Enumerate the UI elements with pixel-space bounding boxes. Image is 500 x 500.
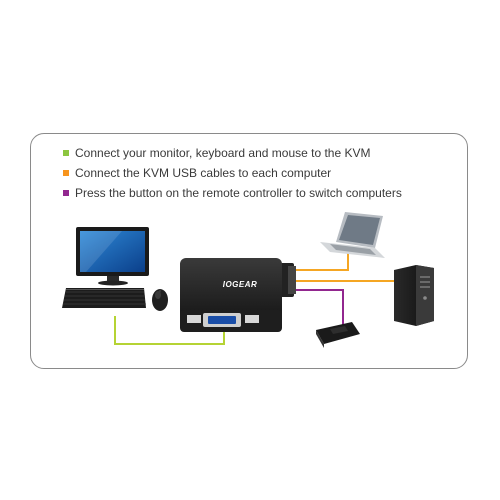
step-2-text: Connect the KVM USB cables to each compu… bbox=[75, 166, 332, 180]
step-3: Press the button on the remote controlle… bbox=[63, 185, 402, 205]
step-3-text: Press the button on the remote controlle… bbox=[75, 186, 402, 200]
kvm-brand: IOGEAR bbox=[223, 280, 258, 289]
orange-bullet-icon bbox=[63, 170, 69, 176]
remote-controller-icon bbox=[316, 322, 360, 348]
purple-bullet-icon bbox=[63, 190, 69, 196]
mouse-icon bbox=[152, 289, 168, 311]
step-1: Connect your monitor, keyboard and mouse… bbox=[63, 145, 402, 165]
green-cable bbox=[114, 316, 225, 345]
green-bullet-icon bbox=[63, 150, 69, 156]
laptop-icon bbox=[320, 212, 385, 258]
monitor-icon bbox=[76, 227, 149, 286]
kvm-switch-icon: IOGEAR bbox=[180, 258, 296, 332]
purple-cable bbox=[290, 289, 344, 332]
instruction-list: Connect your monitor, keyboard and mouse… bbox=[63, 145, 402, 205]
keyboard-icon bbox=[62, 288, 146, 308]
desktop-tower-icon bbox=[394, 265, 434, 326]
orange-cable-laptop bbox=[296, 253, 349, 271]
step-2: Connect the KVM USB cables to each compu… bbox=[63, 165, 402, 185]
step-1-text: Connect your monitor, keyboard and mouse… bbox=[75, 146, 371, 160]
cables bbox=[114, 253, 394, 345]
